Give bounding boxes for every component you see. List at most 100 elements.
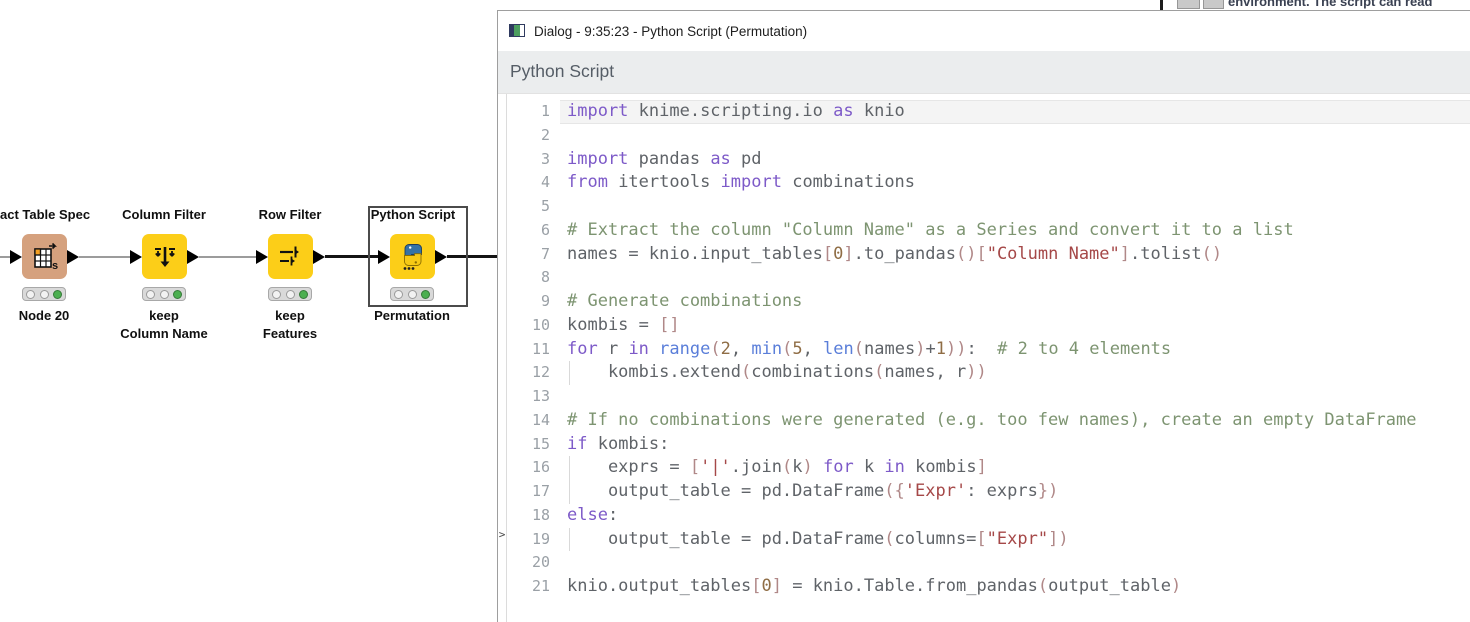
- connection-incoming[interactable]: [0, 255, 10, 258]
- code-token: "Expr": [986, 528, 1049, 549]
- code-token: :: [966, 338, 998, 359]
- code-token: ]: [843, 243, 854, 264]
- node-name-permutation: Permutation: [374, 308, 450, 323]
- code-line[interactable]: if kombis:: [567, 433, 1470, 457]
- node-title-row-filter: Row Filter: [258, 207, 322, 222]
- input-port-icon[interactable]: [378, 249, 390, 264]
- code-line[interactable]: kombis.extend(combinations(names, r)): [567, 361, 1470, 385]
- output-port-icon[interactable]: [187, 249, 199, 264]
- line-number: 4: [540, 173, 550, 192]
- code-line[interactable]: import knime.scripting.io as knio: [567, 100, 1470, 124]
- dialog-title: Dialog - 9:35:23 - Python Script (Permut…: [534, 24, 808, 39]
- background-window-edge: [1160, 0, 1163, 11]
- code-line[interactable]: knio.output_tables[0] = knio.Table.from_…: [567, 575, 1470, 599]
- connection-node20-columnfilter[interactable]: [79, 255, 130, 258]
- node-icon-row-filter[interactable]: [268, 234, 313, 279]
- line-number: 21: [531, 577, 550, 595]
- dialog-titlebar[interactable]: Dialog - 9:35:23 - Python Script (Permut…: [498, 11, 1470, 51]
- code-token: [649, 339, 659, 359]
- code-line[interactable]: kombis = []: [567, 314, 1470, 338]
- code-line[interactable]: [567, 124, 1470, 148]
- code-token: (: [874, 362, 885, 383]
- code-line[interactable]: output_table = pd.DataFrame({'Expr': exp…: [567, 480, 1470, 504]
- code-token: as: [710, 148, 731, 169]
- line-number: 18: [531, 505, 550, 524]
- code-token: (: [1037, 576, 1049, 596]
- connection-columnfilter-rowfilter[interactable]: [199, 255, 256, 258]
- line-number: 2: [540, 125, 550, 144]
- code-token: kombis: [904, 457, 977, 478]
- code-line[interactable]: [567, 385, 1470, 409]
- input-port-icon[interactable]: [256, 249, 268, 264]
- code-token: import: [720, 172, 782, 193]
- code-line[interactable]: # If no combinations were generated (e.g…: [567, 409, 1470, 433]
- code-token: # Generate combinations: [567, 291, 803, 311]
- code-line[interactable]: # Extract the column "Column Name" as a …: [567, 219, 1470, 243]
- connection-python-out-selected[interactable]: [447, 255, 497, 258]
- code-token: : exprs: [966, 481, 1038, 501]
- code-token: .tolist: [1130, 243, 1202, 264]
- node-title-extract-table-spec: act Table Spec: [0, 207, 91, 222]
- code-token: pd: [730, 148, 762, 169]
- input-port-icon[interactable]: [10, 249, 22, 264]
- code-line[interactable]: import pandas as pd: [567, 148, 1470, 172]
- code-token: (: [781, 457, 793, 478]
- row-filter-icon: [279, 246, 299, 265]
- code-editor[interactable]: import knime.scripting.io as knio import …: [560, 100, 1470, 622]
- code-token: # 2 to 4 elements: [997, 338, 1172, 359]
- code-token: output_table: [1048, 576, 1171, 596]
- status-traffic-light: [390, 287, 434, 301]
- code-line[interactable]: from itertools import combinations: [567, 171, 1470, 195]
- status-dot-green: [53, 289, 62, 299]
- code-token: output_table = pd.DataFrame: [567, 528, 885, 549]
- code-line[interactable]: names = knio.input_tables[0].to_pandas()…: [567, 243, 1470, 267]
- code-token: = knio.Table.from_pandas: [781, 576, 1038, 596]
- code-token: ,: [730, 338, 752, 359]
- code-token: knime.scripting.io: [628, 101, 834, 121]
- code-token: in: [884, 457, 905, 478]
- code-line[interactable]: [567, 551, 1470, 575]
- output-port-icon[interactable]: [313, 249, 325, 264]
- code-token: columns=: [894, 528, 977, 549]
- table-spec-icon: s: [33, 242, 58, 272]
- line-number: 15: [531, 434, 550, 453]
- code-token: ): [1170, 576, 1182, 596]
- code-token: ()[: [955, 243, 987, 264]
- connection-rowfilter-python-selected[interactable]: [325, 255, 378, 258]
- code-token: (: [710, 338, 721, 359]
- code-line[interactable]: # Generate combinations: [567, 290, 1470, 314]
- line-number: 14: [531, 410, 550, 429]
- column-filter-icon: [154, 246, 175, 267]
- code-token: len: [823, 338, 854, 359]
- code-lines: import knime.scripting.io as knio import …: [560, 100, 1470, 599]
- code-token: knio.output_tables: [567, 576, 752, 596]
- status-dot-green: [299, 289, 308, 299]
- code-token: [: [751, 576, 762, 596]
- dialog-header-bar: Python Script: [498, 51, 1470, 94]
- code-token: '|': [700, 457, 731, 478]
- code-token: 0: [761, 576, 772, 596]
- output-port-icon[interactable]: [67, 249, 79, 264]
- code-line[interactable]: [567, 266, 1470, 290]
- code-token: ]): [1048, 528, 1069, 549]
- output-port-icon[interactable]: [435, 249, 447, 264]
- input-port-icon[interactable]: [130, 249, 142, 264]
- collapsed-panel-rail: [498, 94, 507, 622]
- code-token: [: [822, 243, 834, 264]
- code-token: if: [567, 433, 588, 454]
- code-line[interactable]: [567, 195, 1470, 219]
- expand-panel-button[interactable]: >: [498, 528, 506, 541]
- node-icon-extract-table-spec[interactable]: s: [22, 234, 67, 279]
- code-token: ]: [1119, 243, 1131, 264]
- code-line[interactable]: else:: [567, 504, 1470, 528]
- code-line[interactable]: output_table = pd.DataFrame(columns=["Ex…: [567, 527, 1470, 552]
- code-token: pandas: [628, 148, 711, 169]
- status-dot-yellow: [407, 289, 417, 299]
- code-line[interactable]: exprs = ['|'.join(k) for k in kombis]: [567, 456, 1470, 480]
- status-dot-red: [394, 289, 403, 299]
- code-line[interactable]: for r in range(2, min(5, len(names)+1)):…: [567, 338, 1470, 362]
- node-icon-column-filter[interactable]: [142, 234, 187, 279]
- node-icon-python-script[interactable]: [390, 234, 435, 279]
- code-token: (: [741, 362, 752, 383]
- code-token: as: [833, 101, 854, 121]
